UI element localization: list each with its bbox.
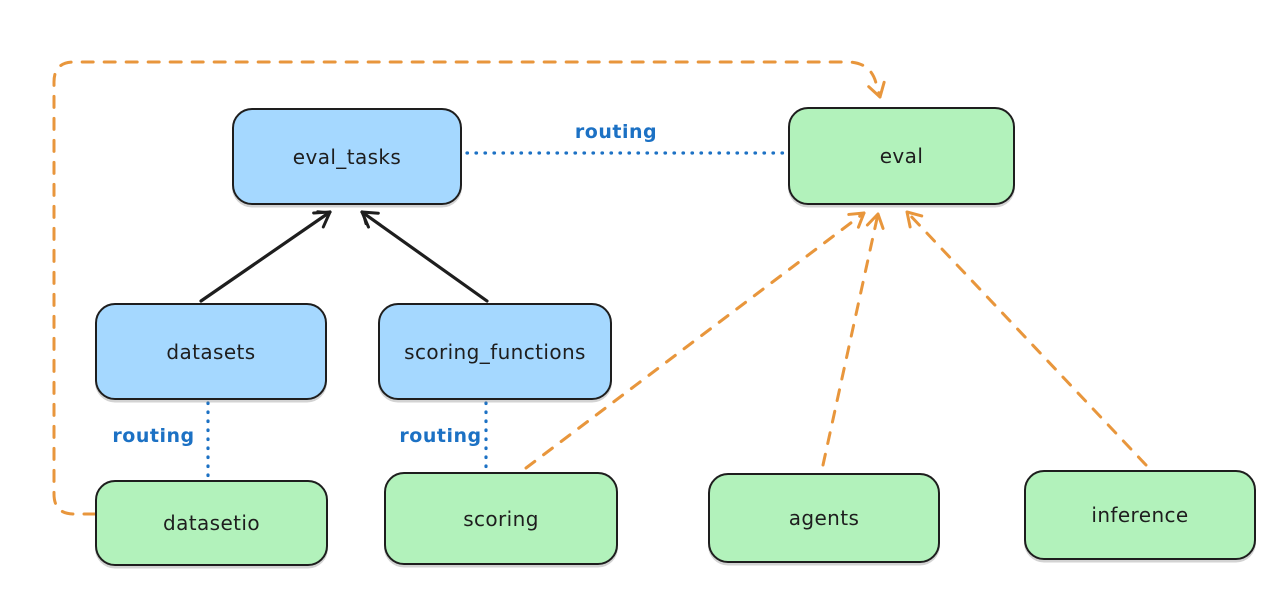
routing-label-eval-tasks-eval: routing	[574, 121, 658, 143]
node-scoring: scoring	[384, 472, 618, 565]
node-eval: eval	[788, 107, 1015, 205]
node-inference: inference	[1024, 470, 1256, 560]
routing-label-scoring-functions-scoring: routing	[399, 425, 482, 447]
node-eval-tasks: eval_tasks	[232, 108, 462, 205]
node-datasets: datasets	[95, 303, 327, 400]
node-agents: agents	[708, 473, 940, 563]
node-scoring-functions: scoring_functions	[378, 303, 612, 400]
edge-inference-to-eval	[905, 210, 1148, 467]
edge-scoring-to-eval	[524, 211, 866, 470]
edge-scoring-functions-to-eval-tasks	[360, 210, 489, 303]
routing-label-datasets-datasetio: routing	[112, 425, 195, 447]
edge-agents-to-eval	[821, 212, 885, 467]
edge-datasets-to-eval-tasks	[199, 210, 332, 303]
node-datasetio: datasetio	[95, 480, 328, 566]
